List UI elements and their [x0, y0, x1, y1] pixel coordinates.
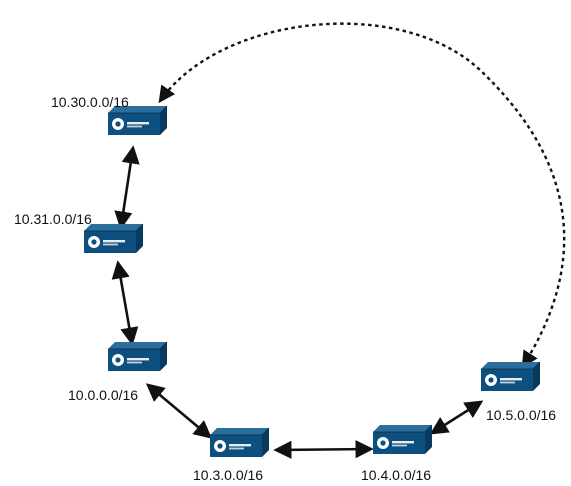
device-n5	[481, 361, 541, 391]
device-n3	[210, 427, 270, 457]
network-router-icon	[88, 236, 125, 248]
network-router-icon	[112, 118, 149, 130]
network-router-icon	[377, 437, 414, 449]
label-n31: 10.31.0.0/16	[14, 211, 92, 227]
device-n0	[108, 341, 168, 371]
link-5-30-dashed	[158, 22, 566, 369]
link-31-0	[111, 260, 139, 346]
devices	[84, 105, 541, 457]
link-3-4	[273, 440, 374, 459]
link-0-3	[145, 383, 213, 439]
device-n31	[84, 223, 144, 253]
device-n4	[373, 424, 433, 454]
link-30-31	[114, 145, 140, 230]
network-router-icon	[214, 440, 251, 452]
label-n30: 10.30.0.0/16	[51, 94, 129, 110]
label-n5: 10.5.0.0/16	[486, 407, 556, 423]
label-n0: 10.0.0.0/16	[68, 387, 138, 403]
labels: 10.30.0.0/16 10.31.0.0/16 10.0.0.0/16 10…	[14, 94, 556, 483]
links	[111, 22, 566, 459]
network-router-icon	[112, 354, 149, 366]
device-n30	[108, 105, 168, 135]
link-4-5	[429, 400, 484, 435]
label-n4: 10.4.0.0/16	[361, 467, 431, 483]
network-router-icon	[485, 374, 522, 386]
label-n3: 10.3.0.0/16	[193, 467, 263, 483]
